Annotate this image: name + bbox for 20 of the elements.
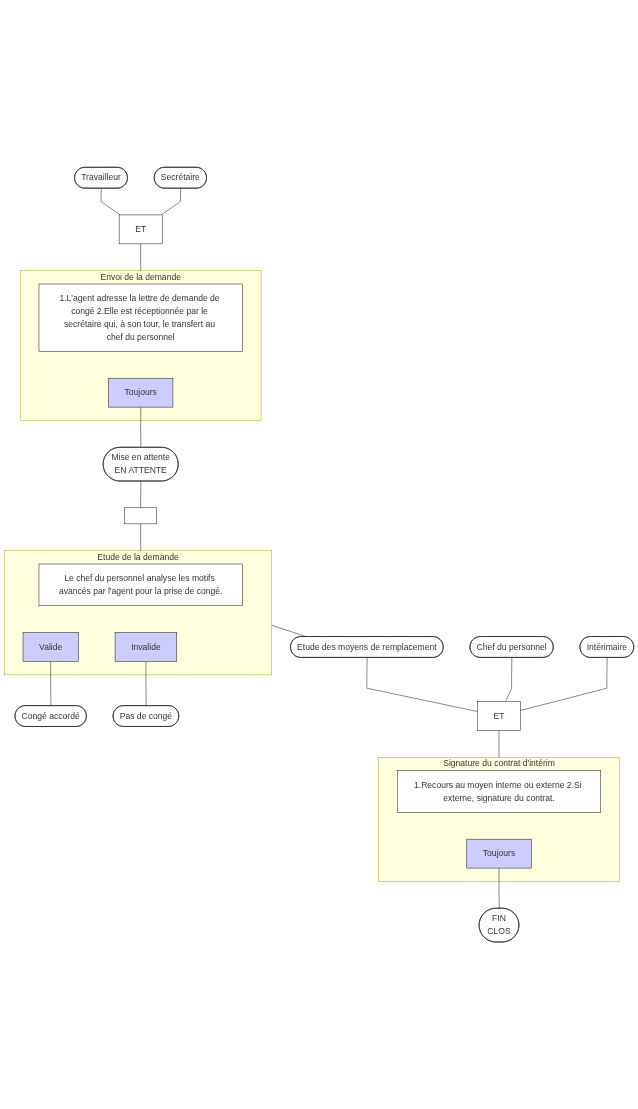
node-box: 1.Recours au moyen interne ou externe 2.Si externe, signature du contrat. — [397, 770, 601, 813]
connector — [100, 188, 121, 216]
connector — [520, 657, 608, 711]
connector — [366, 657, 478, 712]
node-box: Toujours — [108, 377, 174, 408]
node-box: Valide — [22, 632, 79, 662]
connector — [161, 188, 181, 216]
node-box: 1.L'agent adresse la lettre de demande de congé 2.Elle est réceptionnée par le secrétaire qui, à son tour, le transfert au chef du personnel — [38, 283, 243, 352]
node-box: Le chef du personnel analyse les motifs avancés par l'agent pour la prise de congé. — [38, 563, 243, 606]
node-box: Invalide — [114, 632, 177, 662]
node-box: ET — [118, 214, 163, 244]
node-box: ET — [477, 701, 521, 731]
connector — [140, 480, 142, 508]
connector — [498, 867, 500, 909]
connector — [50, 661, 52, 706]
node-box: Toujours — [466, 838, 532, 869]
connector — [505, 657, 513, 702]
connector — [140, 406, 142, 448]
node-box — [124, 507, 157, 524]
connector — [145, 661, 147, 706]
